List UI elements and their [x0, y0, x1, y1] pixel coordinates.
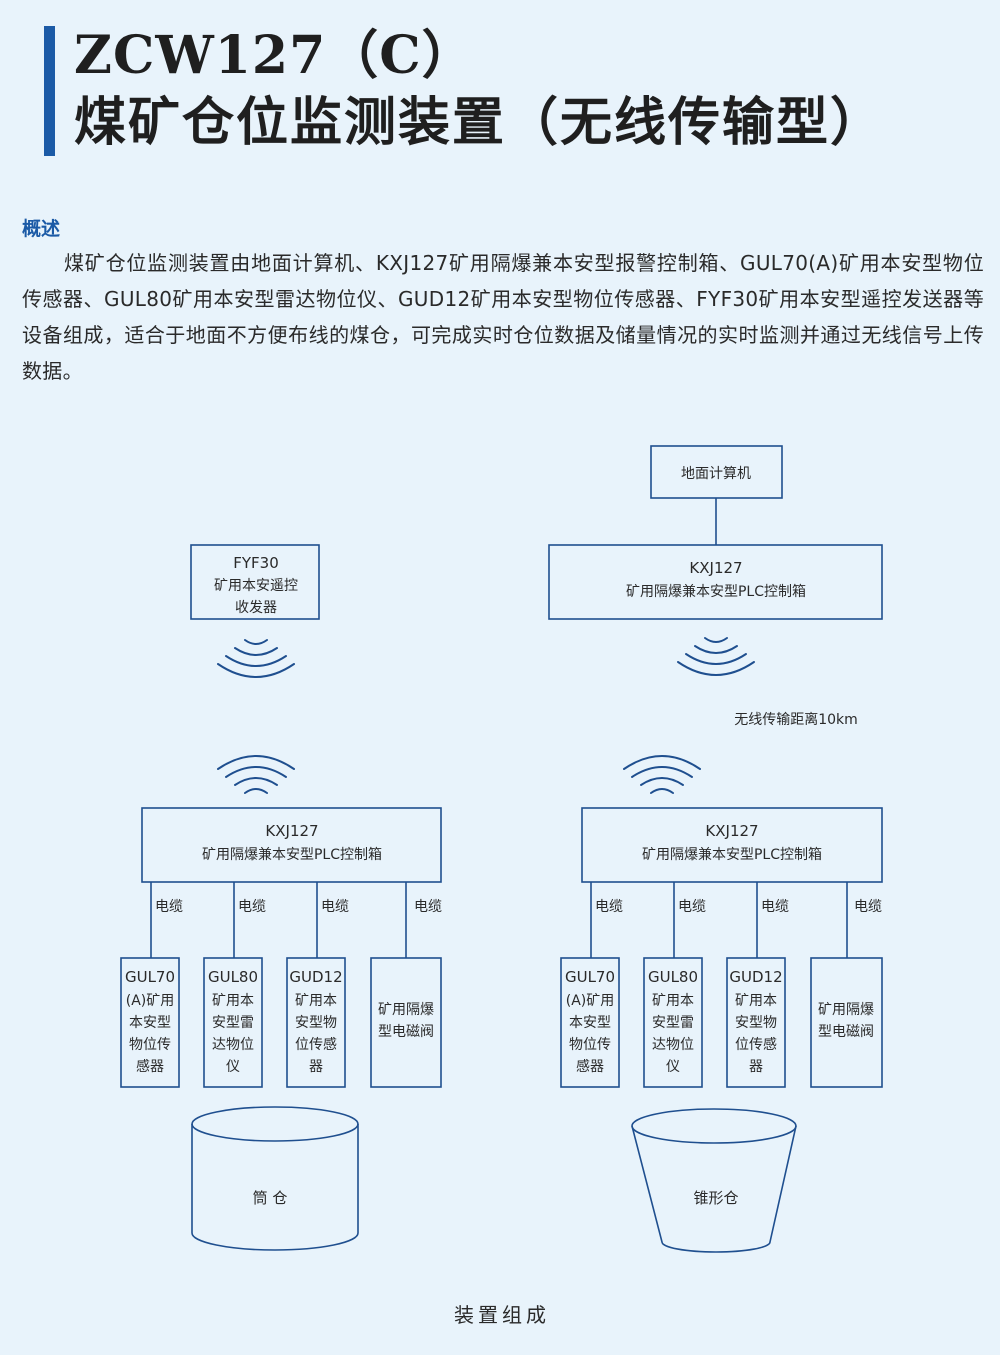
sensor-gul80-label: 达物位 — [652, 1037, 694, 1053]
cylinder-silo-top — [191, 1106, 359, 1142]
page-title-model: ZCW127（C） — [74, 25, 475, 86]
sensor-gud12-box — [286, 957, 346, 1088]
kxj-left-label: KXJ127 — [265, 822, 318, 840]
cone-silo-body — [631, 1125, 797, 1253]
kxj-right-box — [581, 807, 883, 883]
cylinder-silo-label: 筒 仓 — [253, 1189, 288, 1207]
cylinder-silo-body — [191, 1124, 359, 1251]
wireless-signal-up-icon — [623, 755, 701, 794]
sensor-gud12-label: 安型物 — [295, 1015, 337, 1031]
sensor-gul80-label: 仪 — [666, 1059, 680, 1075]
sensor-gul80-label: 安型雷 — [652, 1015, 694, 1031]
cable-label: 电缆 — [155, 899, 183, 915]
sensor-gul70-label: GUL70 — [125, 968, 175, 986]
sensor-gud12-label: GUD12 — [729, 968, 782, 986]
sensor-gul80-label: 安型雷 — [212, 1015, 254, 1031]
valve-box — [370, 957, 442, 1088]
valve-label: 矿用隔爆 — [378, 1002, 434, 1018]
wireless-signal-up-icon — [217, 755, 295, 794]
sensor-gul70-box — [560, 957, 620, 1088]
cable-label: 电缆 — [321, 899, 349, 915]
fyf30-label: 矿用本安遥控 — [214, 578, 298, 594]
sensor-gud12-label: GUD12 — [289, 968, 342, 986]
sensor-gul70-label: 本安型 — [569, 1015, 611, 1031]
valve-label: 矿用隔爆 — [818, 1002, 874, 1018]
sensor-gul70-box — [120, 957, 180, 1088]
sensor-gul70-label: 物位传 — [569, 1037, 611, 1053]
sensor-gul80-label: 仪 — [226, 1059, 240, 1075]
sensor-gud12-box — [726, 957, 786, 1088]
sensor-gul80-label: GUL80 — [208, 968, 258, 986]
sensor-gul80-label: 矿用本 — [212, 993, 254, 1009]
sensor-gud12-label: 器 — [749, 1059, 763, 1075]
cone-silo-label: 锥形仓 — [693, 1189, 738, 1207]
sensor-gul80-label: 矿用本 — [652, 993, 694, 1009]
title-accent-bar — [44, 26, 55, 156]
fyf30-box — [190, 544, 320, 620]
sensor-gul70-label: GUL70 — [565, 968, 615, 986]
wireless-signal-down-icon — [677, 637, 755, 676]
kxj-left-label: 矿用隔爆兼本安型PLC控制箱 — [202, 847, 382, 863]
fyf30-label: 收发器 — [235, 600, 277, 616]
kxj-top-box — [548, 544, 883, 620]
page-title-name: 煤矿仓位监测装置（无线传输型） — [74, 93, 885, 153]
kxj-right-label: 矿用隔爆兼本安型PLC控制箱 — [642, 847, 822, 863]
kxj-top-label: KXJ127 — [689, 559, 742, 577]
sensor-gul80-box — [643, 957, 703, 1088]
sensor-gul70-label: 感器 — [136, 1058, 164, 1075]
kxj-left-box — [141, 807, 442, 883]
cable-label: 电缆 — [854, 899, 882, 915]
valve-label: 型电磁阀 — [378, 1024, 434, 1040]
cable-label: 电缆 — [678, 899, 706, 915]
sensor-gud12-label: 器 — [309, 1059, 323, 1075]
sensor-gud12-label: 位传感 — [295, 1036, 337, 1053]
cable-label: 电缆 — [761, 899, 789, 915]
valve-box — [810, 957, 883, 1088]
cone-silo-top — [631, 1108, 797, 1144]
ground-computer-label: 地面计算机 — [681, 466, 751, 482]
sensor-gul70-label: (A)矿用 — [126, 993, 175, 1009]
sensor-gul70-label: 物位传 — [129, 1037, 171, 1053]
diagram-caption: 装置组成 — [454, 1303, 550, 1327]
overview-heading: 概述 — [22, 218, 61, 240]
sensor-gul80-box — [203, 957, 263, 1088]
sensor-gud12-label: 矿用本 — [735, 993, 777, 1009]
cable-label: 电缆 — [238, 899, 266, 915]
wireless-distance-label: 无线传输距离10km — [734, 711, 858, 728]
kxj-right-label: KXJ127 — [705, 822, 758, 840]
cable-label: 电缆 — [595, 899, 623, 915]
overview-text: 煤矿仓位监测装置由地面计算机、KXJ127矿用隔爆兼本安型报警控制箱、GUL70… — [22, 251, 984, 383]
fyf30-label: FYF30 — [233, 554, 279, 572]
sensor-gul80-label: GUL80 — [648, 968, 698, 986]
sensor-gul70-label: 感器 — [576, 1058, 604, 1075]
sensor-gud12-label: 矿用本 — [295, 993, 337, 1009]
sensor-gud12-label: 位传感 — [735, 1036, 777, 1053]
kxj-top-label: 矿用隔爆兼本安型PLC控制箱 — [626, 584, 806, 600]
sensor-gul70-label: (A)矿用 — [566, 993, 615, 1009]
wireless-signal-down-icon — [217, 639, 295, 678]
sensor-gul70-label: 本安型 — [129, 1015, 171, 1031]
cable-label: 电缆 — [414, 899, 442, 915]
sensor-gul80-label: 达物位 — [212, 1037, 254, 1053]
valve-label: 型电磁阀 — [818, 1024, 874, 1040]
sensor-gud12-label: 安型物 — [735, 1015, 777, 1031]
